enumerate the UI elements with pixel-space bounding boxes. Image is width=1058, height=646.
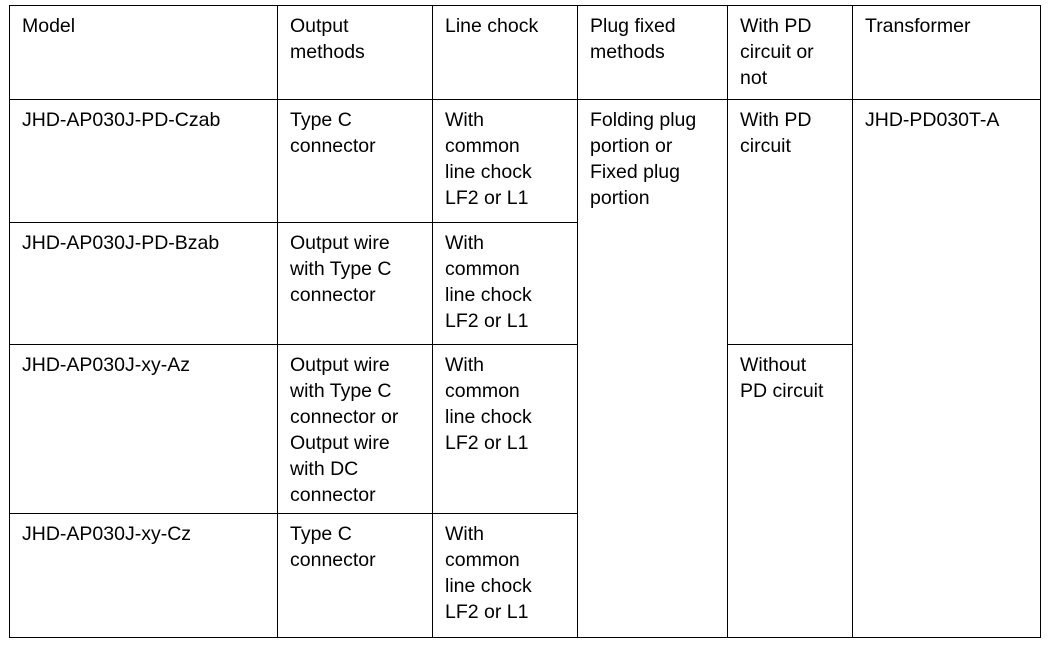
cell-output-methods-text: Output wire with Type C connector xyxy=(290,232,392,306)
cell-model: JHD-AP030J-PD-Bzab xyxy=(9,222,278,345)
cell-line-chock-text: With common line chock LF2 or L1 xyxy=(445,109,532,209)
cell-model: JHD-AP030J-xy-Az xyxy=(9,344,278,514)
table-row: JHD-AP030J-PD-Bzab Output wire with Type… xyxy=(9,222,1041,345)
cell-pd-circuit-without-text: Without PD circuit xyxy=(740,354,824,402)
table-body: JHD-AP030J-PD-Czab Type C connector With… xyxy=(9,99,1041,638)
cell-line-chock: With common line chock LF2 or L1 xyxy=(432,513,578,638)
cell-pd-circuit-with: With PD circuit xyxy=(727,99,853,345)
cell-line-chock-text: With common line chock LF2 or L1 xyxy=(445,354,532,454)
cell-line-chock-text: With common line chock LF2 or L1 xyxy=(445,523,532,623)
column-header-transformer-label: Transformer xyxy=(865,15,971,37)
cell-transformer-merged: JHD-PD030T-A xyxy=(852,99,1041,638)
column-header-output-methods-label: Output methods xyxy=(290,15,365,63)
table-row: JHD-AP030J-PD-Czab Type C connector With… xyxy=(9,99,1041,638)
column-header-model: Model xyxy=(9,5,278,100)
cell-model: JHD-AP030J-xy-Cz xyxy=(9,513,278,638)
cell-line-chock-text: With common line chock LF2 or L1 xyxy=(445,232,532,332)
cell-plug-fixed-methods-text: Folding plug portion or Fixed plug porti… xyxy=(590,109,697,209)
cell-output-methods-text: Output wire with Type C connector or Out… xyxy=(290,354,399,506)
cell-output-methods: Type C connector xyxy=(277,99,433,223)
cell-model-text: JHD-AP030J-PD-Czab xyxy=(22,109,221,131)
table-header-row: Model Output methods Line chock Plug fix… xyxy=(9,5,1041,100)
cell-line-chock: With common line chock LF2 or L1 xyxy=(432,99,578,223)
cell-output-methods-text: Type C connector xyxy=(290,109,376,157)
cell-transformer-text: JHD-PD030T-A xyxy=(865,109,1000,131)
cell-output-methods: Type C connector xyxy=(277,513,433,638)
cell-pd-circuit-without: Without PD circuit xyxy=(727,344,853,638)
cell-output-methods: Output wire with Type C connector xyxy=(277,222,433,345)
column-header-plug-fixed-methods-label: Plug fixed methods xyxy=(590,15,676,63)
cell-model: JHD-AP030J-PD-Czab xyxy=(9,99,278,223)
column-header-transformer: Transformer xyxy=(852,5,1041,100)
column-header-plug-fixed-methods: Plug fixed methods xyxy=(577,5,728,100)
table-header: Model Output methods Line chock Plug fix… xyxy=(9,5,1041,100)
column-header-line-chock: Line chock xyxy=(432,5,578,100)
cell-line-chock: With common line chock LF2 or L1 xyxy=(432,344,578,514)
cell-model-text: JHD-AP030J-PD-Bzab xyxy=(22,232,220,254)
cell-output-methods-text: Type C connector xyxy=(290,523,376,571)
cell-line-chock: With common line chock LF2 or L1 xyxy=(432,222,578,345)
column-header-model-label: Model xyxy=(22,15,76,37)
table-row: JHD-AP030J-xy-Cz Type C connector With c… xyxy=(9,513,1041,638)
column-header-output-methods: Output methods xyxy=(277,5,433,100)
cell-plug-fixed-methods-merged: Folding plug portion or Fixed plug porti… xyxy=(577,99,728,638)
cell-pd-circuit-with-text: With PD circuit xyxy=(740,109,812,157)
cell-model-text: JHD-AP030J-xy-Az xyxy=(22,354,190,376)
column-header-pd-circuit-label: With PD circuit or not xyxy=(740,15,814,89)
model-specification-table: Model Output methods Line chock Plug fix… xyxy=(9,5,1041,638)
cell-output-methods: Output wire with Type C connector or Out… xyxy=(277,344,433,514)
cell-model-text: JHD-AP030J-xy-Cz xyxy=(22,523,192,545)
table-row: JHD-AP030J-xy-Az Output wire with Type C… xyxy=(9,344,1041,638)
column-header-line-chock-label: Line chock xyxy=(445,15,539,37)
column-header-pd-circuit: With PD circuit or not xyxy=(727,5,853,100)
